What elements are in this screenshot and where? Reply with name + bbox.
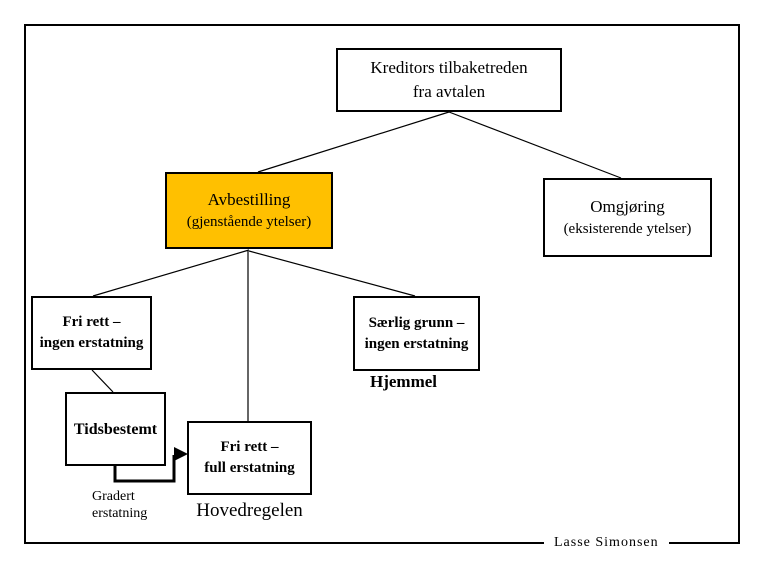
node-subtitle: (gjenstående ytelser) bbox=[186, 213, 312, 230]
gradert-label-line: erstatning bbox=[92, 506, 148, 521]
node-title-line: Særlig grunn – bbox=[368, 314, 465, 331]
node-omgjoring: Omgjøring (eksisterende ytelser) bbox=[543, 178, 712, 257]
node-title-line: Tidsbestemt bbox=[73, 420, 158, 438]
slide-border-frame bbox=[24, 24, 740, 544]
node-avbestilling: Avbestilling (gjenstående ytelser) bbox=[165, 172, 333, 249]
node-title: Omgjøring bbox=[590, 196, 665, 216]
node-title: Avbestilling bbox=[207, 189, 291, 209]
node-subtitle: (eksisterende ytelser) bbox=[563, 220, 692, 237]
node-title-line: Fri rett – bbox=[62, 314, 121, 330]
node-fri-rett-ingen-erstatning: Fri rett – ingen erstatning bbox=[31, 296, 152, 370]
node-tidsbestemt: Tidsbestemt bbox=[65, 392, 166, 466]
hjemmel-label: Hjemmel bbox=[370, 372, 438, 391]
gradert-label-line: Gradert bbox=[92, 489, 135, 504]
node-title-line: ingen erstatning bbox=[39, 335, 144, 351]
node-title-line: ingen erstatning bbox=[364, 335, 469, 352]
hovedregelen-label: Hovedregelen bbox=[196, 500, 303, 521]
node-saerlig-grunn-ingen-erstatning: Særlig grunn – ingen erstatning bbox=[353, 296, 480, 371]
author-credit: Lasse Simonsen bbox=[544, 535, 669, 551]
gradert-erstatning-label: Gradert erstatning bbox=[92, 488, 147, 522]
node-fri-rett-full-erstatning: Fri rett – full erstatning bbox=[187, 421, 312, 495]
node-title-line: Kreditors tilbaketreden bbox=[370, 58, 528, 77]
node-title-line: full erstatning bbox=[204, 460, 295, 476]
node-title-line: Fri rett – bbox=[220, 439, 279, 455]
node-kreditors-tilbaketreden: Kreditors tilbaketreden fra avtalen bbox=[336, 48, 562, 112]
node-title-line: fra avtalen bbox=[412, 82, 486, 101]
